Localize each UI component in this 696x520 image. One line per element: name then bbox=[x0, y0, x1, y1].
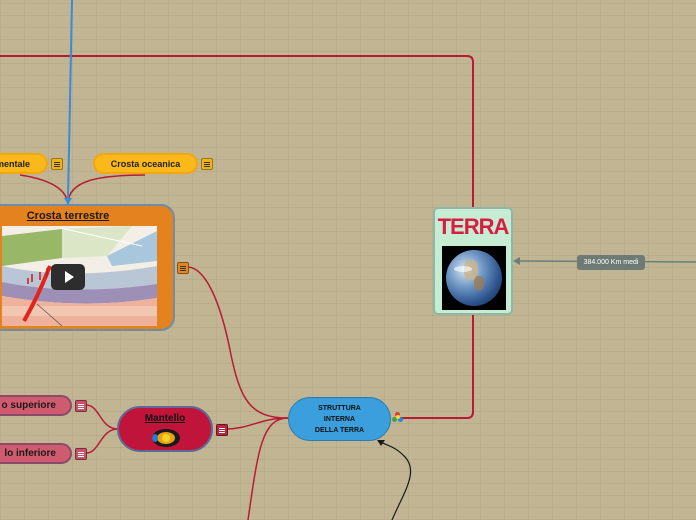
note-icon[interactable] bbox=[75, 400, 87, 412]
node-lower-mantle[interactable]: lo inferiore bbox=[0, 443, 72, 464]
multicolor-icon[interactable] bbox=[392, 412, 404, 424]
node-earth[interactable]: TERRA bbox=[433, 207, 513, 315]
node-earth-crust[interactable]: Crosta terrestre bbox=[0, 204, 175, 331]
node-lower-mantle-label: lo inferiore bbox=[4, 448, 56, 459]
relationship-label-distance[interactable]: 384.000 Km medi bbox=[577, 255, 645, 270]
node-earth-crust-title: Crosta terrestre bbox=[18, 210, 118, 222]
link-crust-oceanic bbox=[68, 175, 145, 204]
note-icon[interactable] bbox=[177, 262, 189, 274]
link-structure-down bbox=[248, 418, 288, 520]
link-curve-structure bbox=[380, 442, 411, 520]
link-crust-continental bbox=[20, 175, 68, 204]
link-blue-crust bbox=[68, 0, 72, 200]
note-icon[interactable] bbox=[75, 448, 87, 460]
link-mantle-lower bbox=[86, 429, 118, 453]
relationship-label-distance-text: 384.000 Km medi bbox=[584, 259, 639, 266]
node-upper-mantle[interactable]: o superiore bbox=[0, 395, 72, 416]
note-icon[interactable] bbox=[216, 424, 228, 436]
link-terra-structure bbox=[396, 314, 473, 418]
node-oceanic-crust-label: Crosta oceanica bbox=[111, 159, 181, 169]
link-structure-crust bbox=[188, 267, 288, 418]
node-upper-mantle-label: o superiore bbox=[2, 400, 56, 411]
arrow-distance bbox=[513, 257, 520, 265]
play-icon[interactable] bbox=[51, 264, 85, 290]
video-thumbnail[interactable] bbox=[2, 226, 157, 326]
node-mantle[interactable]: Mantello bbox=[117, 406, 213, 452]
note-icon[interactable] bbox=[201, 158, 213, 170]
link-mantle-upper bbox=[86, 405, 118, 429]
node-earth-title: TERRA bbox=[435, 214, 511, 240]
node-oceanic-crust[interactable]: Crosta oceanica bbox=[93, 153, 198, 174]
earth-globe-image bbox=[442, 246, 506, 310]
node-internal-structure[interactable]: STRUTTURA INTERNA DELLA TERRA bbox=[288, 397, 391, 441]
node-continental-crust-label: mentale bbox=[0, 159, 30, 169]
node-internal-structure-label: STRUTTURA INTERNA DELLA TERRA bbox=[315, 403, 364, 436]
note-icon[interactable] bbox=[51, 158, 63, 170]
node-mantle-title: Mantello bbox=[119, 413, 211, 424]
earth-layers-icon bbox=[152, 429, 180, 447]
node-continental-crust[interactable]: mentale bbox=[0, 153, 48, 174]
